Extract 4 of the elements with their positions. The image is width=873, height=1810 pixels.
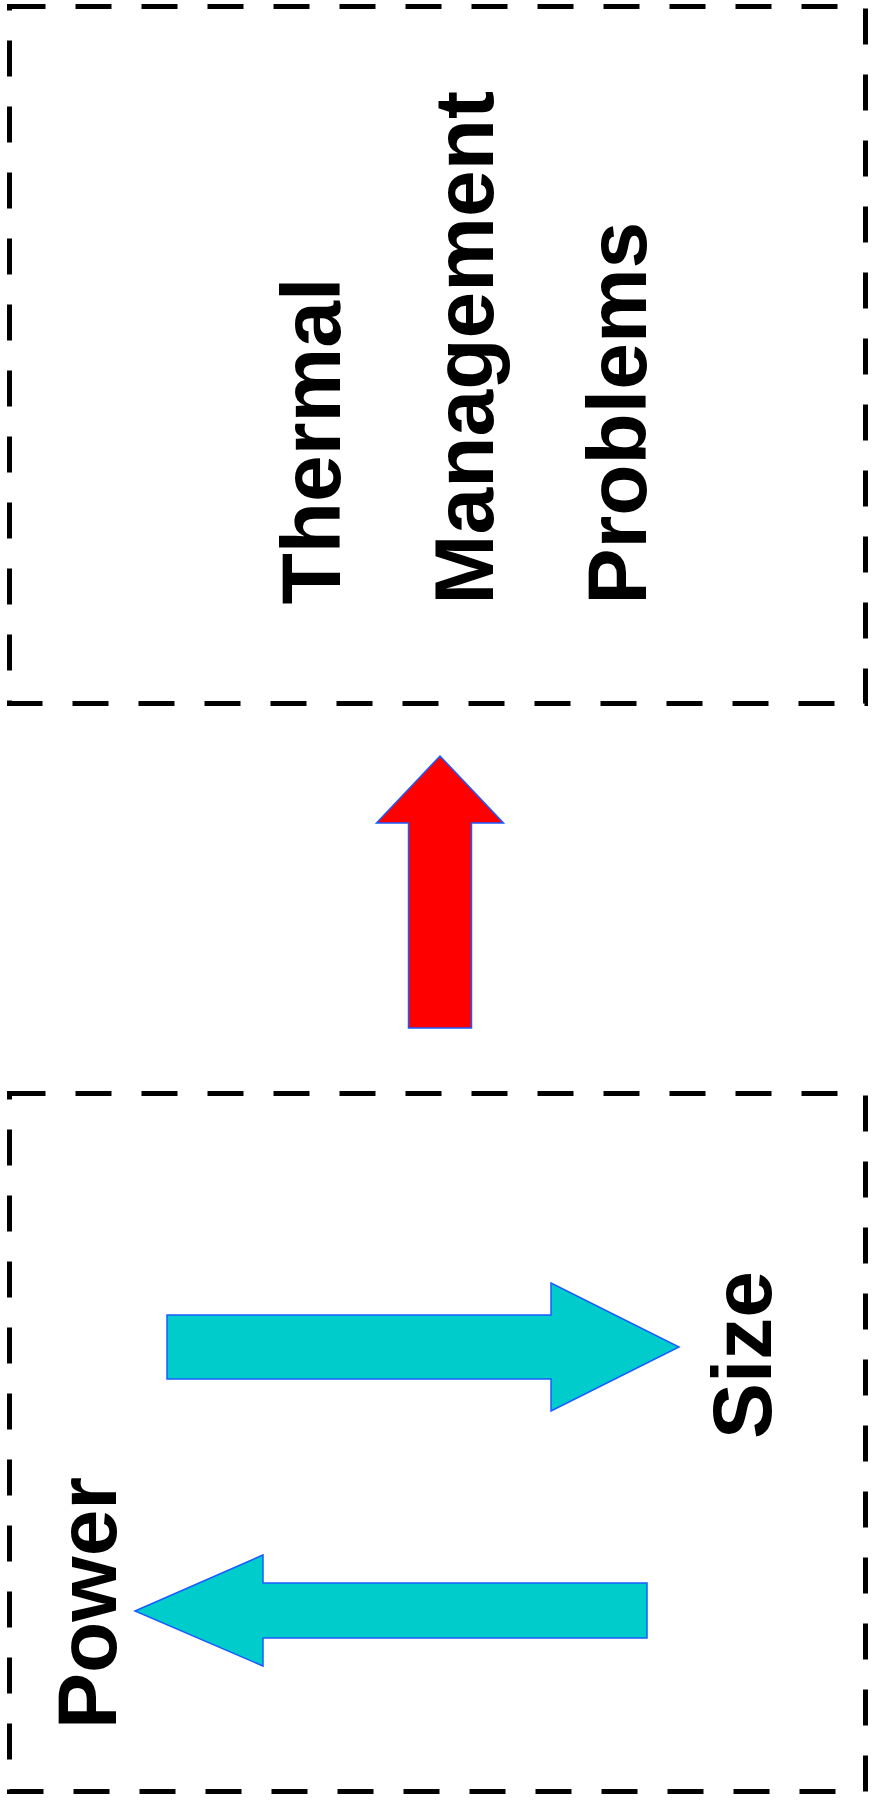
- rotated-heading: Thermal Management Problems: [262, 89, 665, 604]
- rotated-label: Power: [42, 1476, 132, 1730]
- block-arrow: [374, 754, 506, 1029]
- rotated-label: Size: [697, 1270, 787, 1440]
